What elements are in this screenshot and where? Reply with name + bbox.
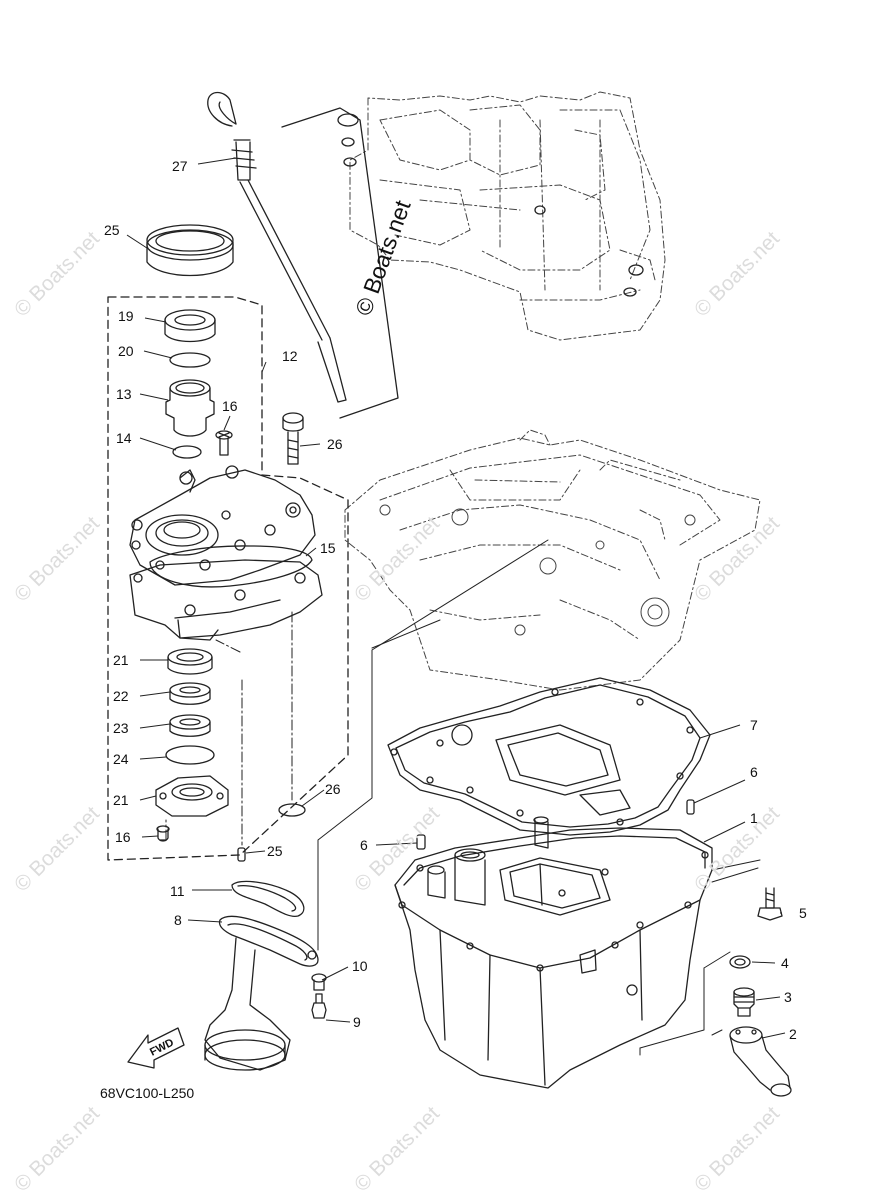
callout-8: 8 (174, 912, 182, 928)
flange-19 (155, 775, 229, 817)
powerhead-bracket-line (281, 107, 399, 419)
seal-20 (167, 648, 213, 675)
callout-20: 21 (113, 652, 129, 668)
powerhead-outline (349, 91, 666, 341)
upper-casing-outline (344, 429, 761, 691)
callout-22: 24 (113, 751, 129, 767)
callout-4: 4 (781, 955, 789, 971)
callout-11: 11 (170, 883, 185, 899)
sleeve-13 (165, 379, 215, 437)
bolt-24 (282, 412, 304, 465)
bolt-9 (311, 993, 327, 1019)
gasket-15 (149, 545, 313, 588)
seal-17 (164, 309, 216, 343)
callout-16-top: 16 (222, 398, 238, 414)
seal-21-upper (169, 682, 211, 705)
dowel-25 (237, 847, 246, 862)
o-ring-26 (278, 803, 306, 817)
leader-pan-main (371, 619, 441, 649)
callout-26: 26 (325, 781, 341, 797)
callout-15: 15 (320, 540, 336, 556)
callout-1: 1 (750, 810, 758, 826)
callout-17: 19 (118, 308, 134, 324)
washer-10 (311, 973, 327, 991)
elbow-hose-2 (729, 1026, 792, 1097)
dowel-6-right (686, 799, 695, 815)
screw-16-bottom (156, 825, 170, 842)
dipstick (207, 91, 347, 403)
callout-2: 2 (789, 1026, 797, 1042)
leader-8-pan (317, 539, 549, 951)
callout-27: 27 (172, 158, 188, 174)
gasket-7 (387, 677, 711, 836)
callout-21-lower: 23 (113, 720, 129, 736)
callout-leaders (126, 157, 786, 1039)
gasket-11 (231, 880, 305, 918)
callout-10: 10 (352, 958, 368, 974)
callout-18: 20 (118, 343, 134, 359)
drain-plug-3 (733, 987, 755, 1017)
callout-6-left: 6 (360, 837, 368, 853)
assembly-group-box (107, 296, 349, 861)
o-ring-22 (165, 745, 215, 765)
callout-14: 14 (116, 430, 132, 446)
callout-5: 5 (799, 905, 807, 921)
dowel-6-left (416, 834, 426, 850)
oil-strainer-8 (204, 915, 319, 1071)
leader-lines-dashed (165, 611, 293, 846)
callout-19: 21 (113, 792, 129, 808)
oil-pan-1 (394, 816, 713, 1089)
callout-24: 26 (327, 436, 343, 452)
callout-25: 25 (267, 843, 283, 859)
lower-housing (129, 559, 323, 641)
reference-code: 68VC100-L250 (100, 1085, 195, 1101)
o-ring-18 (169, 352, 211, 368)
powerhead-details (337, 113, 644, 297)
callout-12: 12 (282, 348, 298, 364)
callout-16-bottom: 16 (115, 829, 131, 845)
leader-lines-right (639, 859, 761, 1056)
callout-7: 7 (750, 717, 758, 733)
bolt-5 (757, 887, 783, 921)
callout-9: 9 (353, 1014, 361, 1030)
housing-plate (129, 465, 316, 586)
callout-3: 3 (784, 989, 792, 1005)
screw-16-top (215, 430, 233, 456)
callout-6-right: 6 (750, 764, 758, 780)
washer-4 (729, 955, 751, 969)
upper-casing-holes (379, 504, 696, 636)
o-ring-14 (172, 445, 202, 459)
callout-23: 25 (104, 222, 120, 238)
fwd-arrow-icon (127, 1027, 185, 1069)
callout-13: 13 (116, 386, 132, 402)
seal-23 (146, 224, 234, 277)
seal-21-lower (169, 714, 211, 737)
callout-21-upper: 22 (113, 688, 129, 704)
